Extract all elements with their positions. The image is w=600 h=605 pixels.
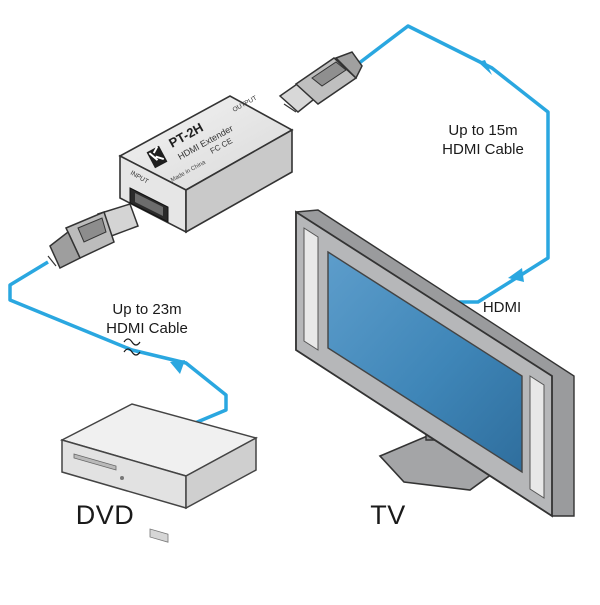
cable-break-icon bbox=[123, 338, 141, 356]
dvd-display-window bbox=[149, 528, 169, 543]
input-cable-label: Up to 23m HDMI Cable bbox=[106, 301, 188, 337]
right-speaker bbox=[529, 375, 545, 499]
dvd-player bbox=[59, 403, 258, 543]
input-port-icon bbox=[129, 187, 169, 223]
flow-arrow-icon bbox=[508, 268, 524, 282]
disc-tray bbox=[73, 453, 117, 471]
input-hdmi-cable bbox=[8, 260, 228, 430]
flow-arrow-icon bbox=[478, 60, 492, 75]
flow-arrow-icon bbox=[170, 360, 185, 374]
tv-display bbox=[295, 209, 575, 518]
power-button-icon bbox=[120, 476, 124, 480]
dvd-label: DVD bbox=[75, 500, 135, 530]
output-hdmi-plug bbox=[278, 51, 363, 113]
input-hdmi-plug bbox=[47, 203, 139, 270]
output-cable-label: Up to 15m HDMI Cable bbox=[442, 122, 524, 158]
tv-screen bbox=[327, 250, 523, 474]
tv-hdmi-port-label: HDMI bbox=[482, 299, 522, 316]
kramer-logo-icon bbox=[146, 145, 168, 169]
tv-label: TV bbox=[370, 500, 406, 530]
left-speaker bbox=[303, 227, 319, 351]
output-hdmi-cable bbox=[348, 24, 550, 304]
hdmi-extender-device: PT-2H HDMI Extender FC CE OUTPUT INPUT M… bbox=[118, 95, 294, 234]
